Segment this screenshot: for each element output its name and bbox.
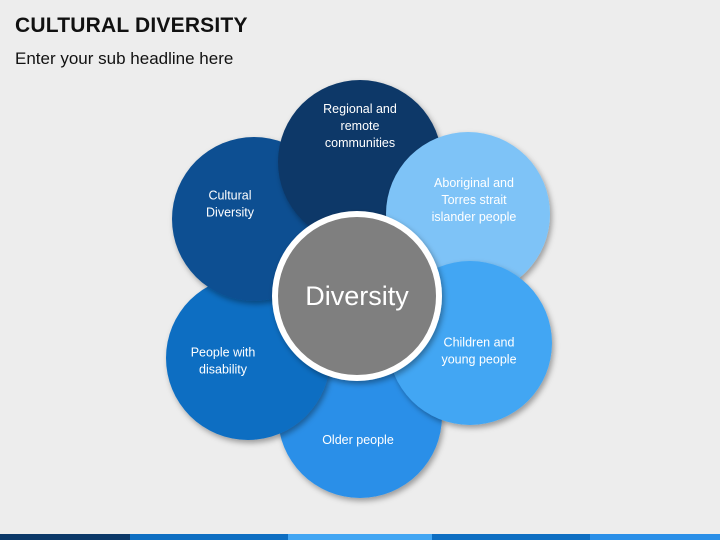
petal-label-line: Older people [322,433,394,447]
petal-label-line: islander people [432,210,517,224]
petal-label-line: Aboriginal and [434,176,514,190]
petal-label-line: disability [199,363,248,377]
footer-bar-segment [431,534,591,540]
petal-label-disability: People with disability [191,346,256,377]
center-label: Diversity [305,281,409,311]
petal-label-line: Torres strait [441,193,507,207]
center-layer: Diversity [272,211,442,381]
center-circle [272,211,442,381]
footer-color-bar [0,534,720,540]
petal-label-children: Children and young people [441,336,516,367]
petal-label-line: young people [441,353,516,367]
page-title: CULTURAL DIVERSITY [15,14,248,37]
footer-bar-segment [590,534,720,540]
petal-label-line: communities [325,136,395,150]
footer-bar-segment [129,534,288,540]
petal-label-older: Older people [322,433,394,447]
petal-label-line: People with [191,346,256,360]
footer-bar-segment [287,534,432,540]
petal-label-line: remote [341,119,380,133]
petal-label-line: Children and [444,336,515,350]
footer-bar-segment [0,534,130,540]
petal-label-line: Diversity [206,206,255,220]
page-subtitle: Enter your sub headline here [15,49,234,68]
petal-label-line: Regional and [323,102,397,116]
petal-label-line: Cultural [208,189,251,203]
petal-label-regional: Regional and remote communities [323,102,397,150]
